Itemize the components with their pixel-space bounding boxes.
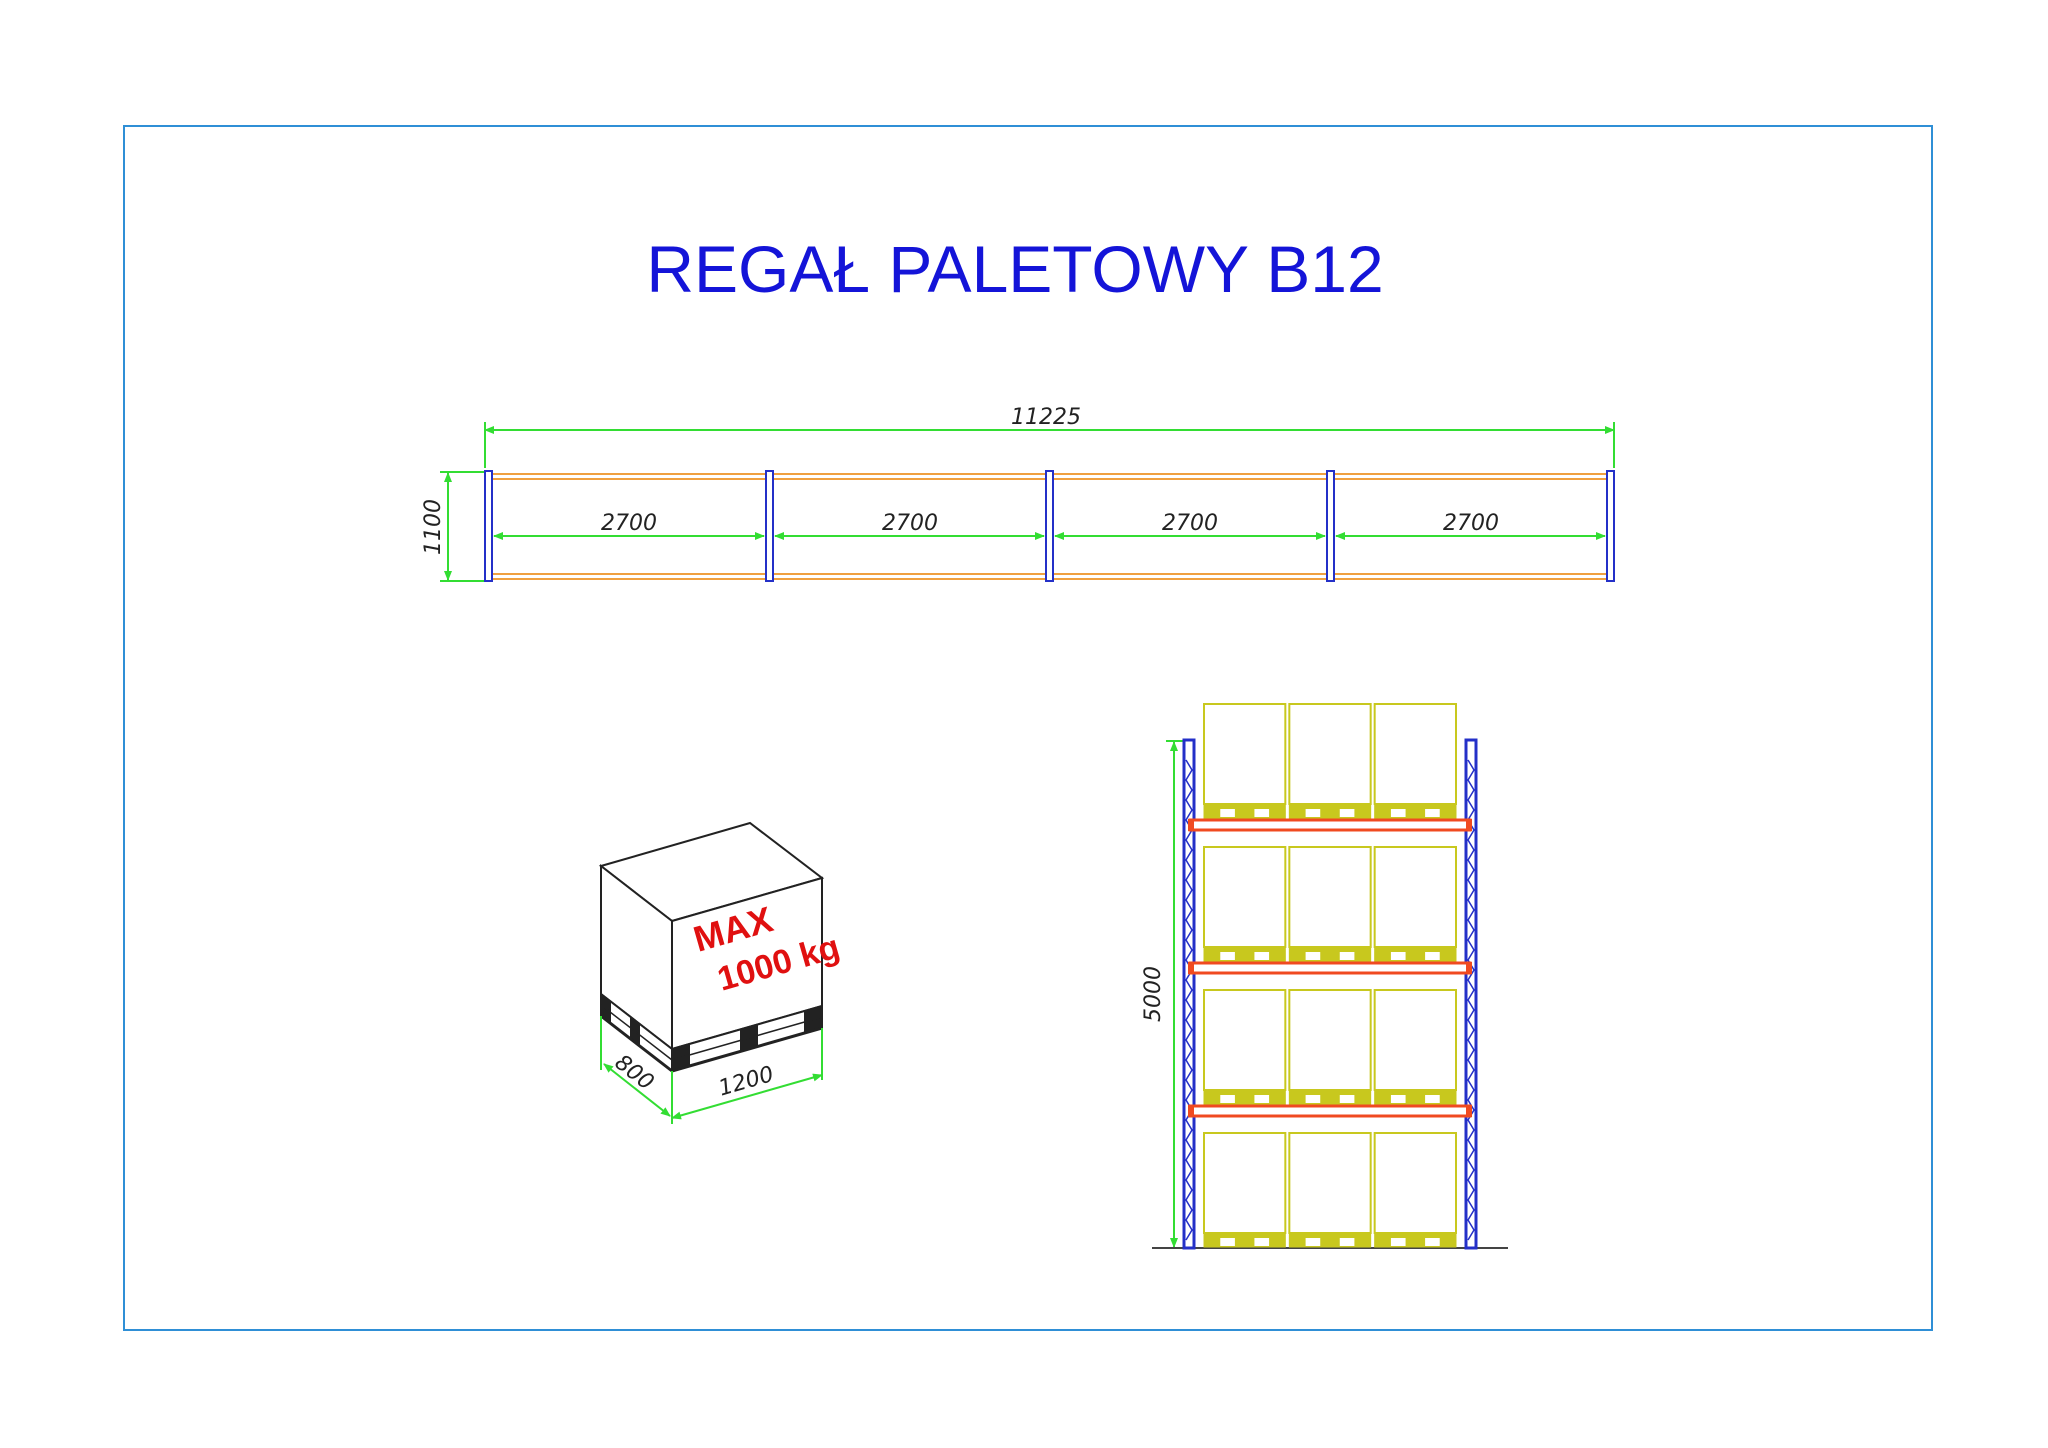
pallet-illustration: MAX 1000 kg 1200 800 [598,821,844,1124]
beam-connector [1466,962,1472,974]
depth-label: 1100 [421,499,446,555]
pallet-opening [1220,1095,1235,1103]
upright-frame-1 [484,470,493,582]
pallet-base [1288,946,1372,962]
pallet-depth-dimension-line [603,1063,671,1117]
pallet-load-box [1373,989,1457,1091]
pallet-opening [1220,809,1235,817]
pallet-opening [1305,809,1321,817]
upright-frame-5 [1606,470,1615,582]
pallet-load-box [1203,703,1287,805]
pallet-opening [1220,952,1235,960]
pallet-bottom-board [671,1026,823,1073]
beam-connector [1188,1105,1194,1117]
pallet-opening [1390,952,1406,960]
pallet-opening [1305,1238,1321,1246]
beam-connector [1466,1105,1472,1117]
upright-frame-4 [1326,470,1335,582]
pallet-opening [1339,809,1355,817]
bay-1-width-label: 2700 [601,511,657,536]
pallet-base [1374,946,1457,962]
pallet-opening [1254,1095,1270,1103]
beam-connector [1466,819,1472,831]
pallet-opening [1425,952,1440,960]
pallet-load-box [1288,846,1372,948]
pallet-opening [1305,952,1321,960]
pallet-base [1203,1232,1286,1248]
left-upright [1182,738,1196,1250]
pallet-load-box [1203,846,1287,948]
pallet-opening [1220,1238,1235,1246]
beam-connector [1188,819,1194,831]
pallet-base [1374,1232,1457,1248]
beam-connector [1188,962,1194,974]
upright-frame-3 [1045,470,1054,582]
pallet-base [1203,946,1286,962]
pallet-opening [1339,1238,1355,1246]
pallet-opening [1425,1238,1440,1246]
bay-4-width-label: 2700 [1443,511,1499,536]
front-view: 5000 [1141,703,1508,1250]
height-label: 5000 [1141,966,1166,1022]
pallet-opening [1425,809,1440,817]
pallet-width-label: 1200 [716,1062,777,1101]
load-beam [1188,961,1472,975]
pallet-load-box [1373,703,1457,805]
pallet-opening [1390,1095,1406,1103]
pallet-load-box [1203,1132,1287,1234]
pallet-load-box [1373,1132,1457,1234]
pallet-opening [1254,1238,1270,1246]
pallet-opening [1390,1238,1406,1246]
pallet-base [1288,803,1372,819]
pallet-load-box [1288,989,1372,1091]
load-beam [1188,1104,1472,1118]
pallet-opening [1254,952,1270,960]
pallet-base [1203,1089,1286,1105]
pallet-load-box [1288,703,1372,805]
upright-frame-2 [765,470,774,582]
pallet-bottom-board [600,1014,673,1073]
pallet-opening [1254,809,1270,817]
bay-3-width-label: 2700 [1162,511,1218,536]
page-title: REGAŁ PALETOWY B12 [646,232,1383,306]
bay-2-width-label: 2700 [882,511,938,536]
pallet-opening [1390,809,1406,817]
pallet-base [1203,803,1286,819]
pallet-load-box [1288,1132,1372,1234]
rack-levels [1188,703,1472,1248]
right-upright [1464,738,1478,1250]
pallet-load-box [1373,846,1457,948]
pallet-board-line [671,1016,823,1061]
pallet-board-line [600,1004,673,1061]
pallet-width-dimension-line [671,1073,823,1120]
pallet-base [1288,1232,1372,1248]
pallet-base [1374,803,1457,819]
drawing-frame [123,125,1933,1331]
pallet-base [1288,1089,1372,1105]
pallet-opening [1425,1095,1440,1103]
pallet-opening [1339,1095,1355,1103]
pallet-opening [1339,952,1355,960]
pallet-opening [1305,1095,1321,1103]
pallet-load-box [1203,989,1287,1091]
overall-length-label: 11225 [1011,405,1081,430]
top-view: 11225 1100 2700 2700 2700 2700 [421,405,1615,582]
pallet-base [1374,1089,1457,1105]
load-beam [1188,818,1472,832]
